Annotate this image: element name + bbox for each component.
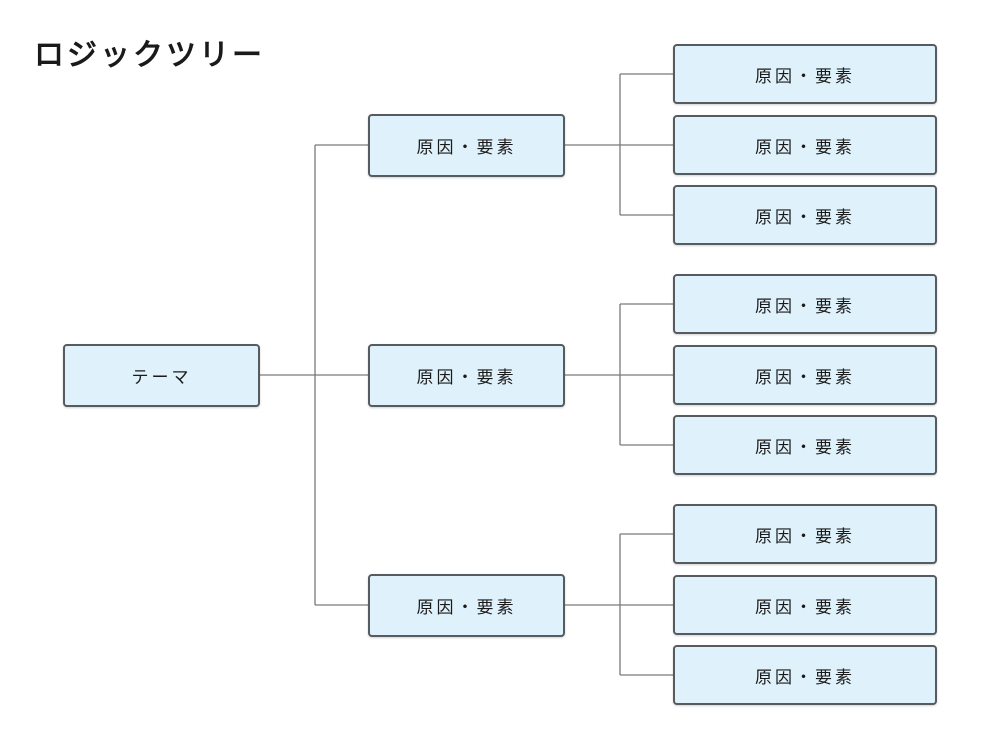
- leaf-node-1-2[interactable]: 原因・要素: [673, 115, 937, 175]
- leaf-node-2-2[interactable]: 原因・要素: [673, 345, 937, 405]
- leaf-node-2-1[interactable]: 原因・要素: [673, 274, 937, 334]
- leaf-node-3-1[interactable]: 原因・要素: [673, 504, 937, 564]
- leaf-node-1-1[interactable]: 原因・要素: [673, 44, 937, 104]
- leaf-node-2-3[interactable]: 原因・要素: [673, 415, 937, 475]
- branch-node-1[interactable]: 原因・要素: [368, 114, 565, 177]
- leaf-node-3-2[interactable]: 原因・要素: [673, 575, 937, 635]
- diagram-title: ロジックツリー: [34, 38, 265, 73]
- branch-node-3[interactable]: 原因・要素: [368, 574, 565, 637]
- branch-node-2[interactable]: 原因・要素: [368, 344, 565, 407]
- root-node-theme[interactable]: テーマ: [63, 344, 260, 407]
- leaf-node-3-3[interactable]: 原因・要素: [673, 645, 937, 705]
- leaf-node-1-3[interactable]: 原因・要素: [673, 185, 937, 245]
